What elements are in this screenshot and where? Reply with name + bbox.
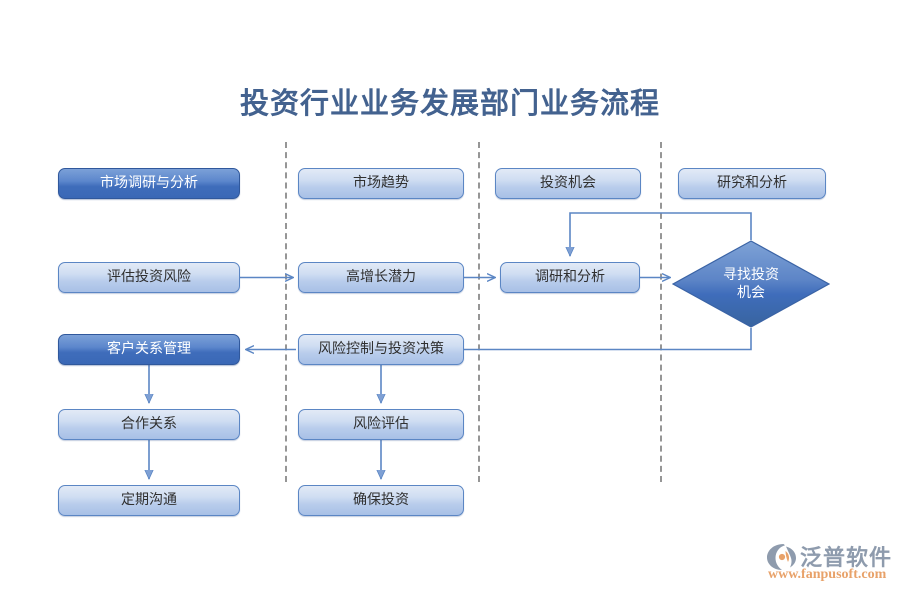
node-label: 合作关系 <box>121 416 177 433</box>
edge-decision-to-risk <box>464 328 752 351</box>
node-high-growth-potential[interactable]: 高增长潜力 <box>298 262 464 293</box>
node-investment-opportunity[interactable]: 投资机会 <box>495 168 641 199</box>
lane-divider-1 <box>285 142 287 482</box>
node-label: 研究和分析 <box>717 175 787 192</box>
node-label: 风险评估 <box>353 416 409 433</box>
node-label: 确保投资 <box>353 492 409 509</box>
lane-divider-3 <box>660 142 662 482</box>
node-label: 市场趋势 <box>353 175 409 192</box>
node-customer-relationship-management[interactable]: 客户关系管理 <box>58 334 240 365</box>
page-title: 投资行业业务发展部门业务流程 <box>239 86 660 120</box>
lane-divider-2 <box>478 142 480 482</box>
node-risk-assessment[interactable]: 风险评估 <box>298 409 464 440</box>
node-label: 定期沟通 <box>121 492 177 509</box>
node-label: 市场调研与分析 <box>100 175 198 192</box>
diamond-shape <box>672 240 830 328</box>
logo-company-name: 泛普软件 <box>800 546 893 571</box>
node-label: 投资机会 <box>540 175 596 192</box>
node-label: 调研和分析 <box>535 269 605 286</box>
node-research-and-analysis[interactable]: 研究和分析 <box>678 168 826 199</box>
node-market-research-analysis[interactable]: 市场调研与分析 <box>58 168 240 199</box>
node-assess-investment-risk[interactable]: 评估投资风险 <box>58 262 240 293</box>
logo-website-url: www.fanpusoft.com <box>768 567 887 582</box>
node-label: 客户关系管理 <box>107 341 191 358</box>
node-cooperation-relationship[interactable]: 合作关系 <box>58 409 240 440</box>
fanpusoft-logo: 泛普软件 www.fanpusoft.com <box>766 540 894 588</box>
node-survey-and-analysis[interactable]: 调研和分析 <box>500 262 640 293</box>
node-market-trend[interactable]: 市场趋势 <box>298 168 464 199</box>
logo-swirl-icon <box>767 544 796 570</box>
node-risk-control-decision[interactable]: 风险控制与投资决策 <box>298 334 464 365</box>
node-regular-communication[interactable]: 定期沟通 <box>58 485 240 516</box>
node-find-investment-opportunity[interactable]: 寻找投资 机会 <box>672 240 830 328</box>
node-label: 风险控制与投资决策 <box>318 341 444 358</box>
node-ensure-investment[interactable]: 确保投资 <box>298 485 464 516</box>
node-label: 高增长潜力 <box>346 269 416 286</box>
node-label: 评估投资风险 <box>107 269 191 286</box>
